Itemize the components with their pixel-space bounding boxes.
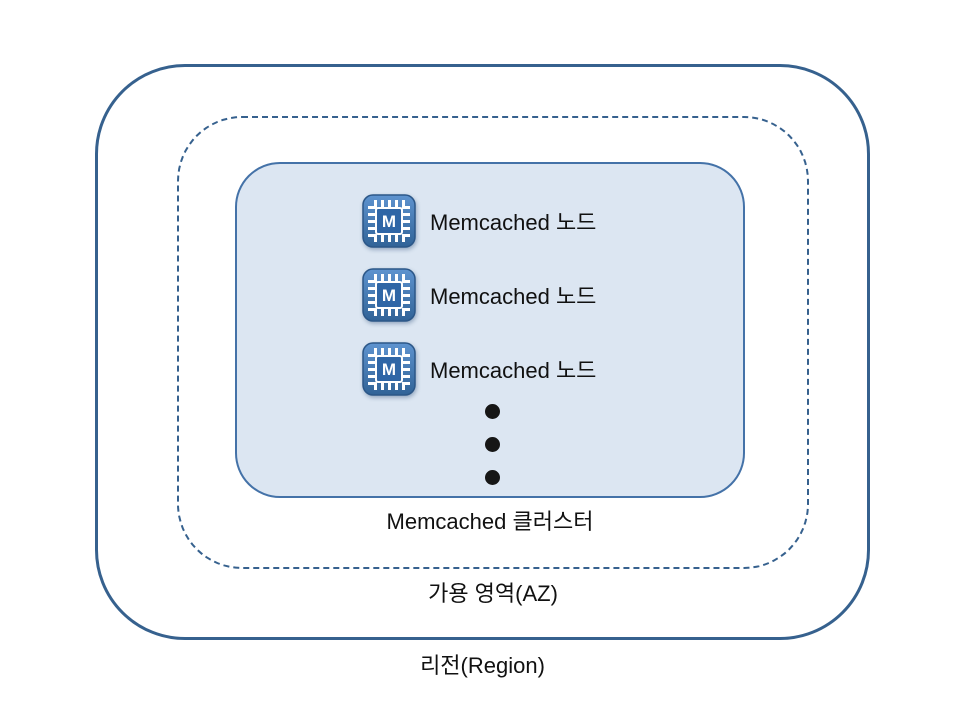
memcached-cluster-box: M Memcached 노드	[235, 162, 745, 498]
chip-letter: M	[382, 360, 396, 379]
chip-letter: M	[382, 286, 396, 305]
ellipsis-dot	[485, 437, 500, 452]
ellipsis-dot	[485, 470, 500, 485]
vertical-ellipsis	[485, 404, 500, 485]
memcached-chip-icon: M	[362, 342, 416, 396]
cluster-label: Memcached 클러스터	[386, 509, 594, 534]
memcached-chip-icon: M	[362, 268, 416, 322]
memcached-chip-icon: M	[362, 194, 416, 248]
region-label: 리전(Region)	[420, 653, 545, 678]
node-label: Memcached 노드	[430, 284, 597, 309]
chip-letter: M	[382, 212, 396, 231]
ellipsis-dot	[485, 404, 500, 419]
node-label: Memcached 노드	[430, 210, 597, 235]
node-label: Memcached 노드	[430, 358, 597, 383]
memcached-node-row: M Memcached 노드	[362, 193, 596, 249]
memcached-node-row: M Memcached 노드	[362, 341, 596, 397]
memcached-node-row: M Memcached 노드	[362, 267, 596, 323]
availability-zone-label: 가용 영역(AZ)	[428, 581, 558, 606]
